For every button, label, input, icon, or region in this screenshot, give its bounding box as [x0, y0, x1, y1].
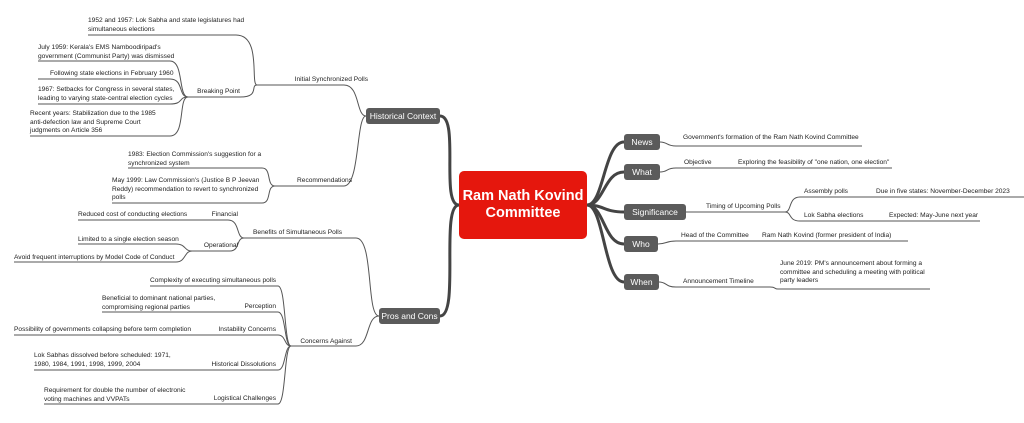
initial-1952-1957: 1952 and 1957: Lok Sabha and state legis… [88, 17, 245, 33]
branch-when [586, 203, 625, 284]
concern-logistical: Logistical Challenges [213, 395, 276, 402]
dissolutions-detail: Lok Sabhas dissolved before scheduled: 1… [34, 352, 171, 368]
topic-what[interactable]: What [624, 164, 660, 180]
when-timeline-label: Announcement Timeline [683, 278, 754, 285]
central-topic[interactable]: Ram Nath Kovind Committee [459, 171, 587, 239]
operational-detail-2: Avoid frequent interruptions by Model Co… [14, 254, 175, 261]
concerns-against: Concerns Against [300, 338, 352, 345]
breaking-1967: 1967: Setbacks for Congress in several s… [38, 86, 175, 102]
significance-assembly-detail: Due in five states: November-December 20… [876, 188, 1010, 195]
topic-pros-and-cons[interactable]: Pros and Cons [379, 308, 440, 324]
branch-pros [439, 203, 460, 318]
topic-news[interactable]: News [624, 134, 660, 150]
concern-historical-dissolutions: Historical Dissolutions [211, 361, 277, 368]
topic-when[interactable]: When [624, 274, 659, 290]
breaking-1960: Following state elections in February 19… [50, 70, 174, 77]
news-detail: Government's formation of the Ram Nath K… [683, 134, 859, 141]
significance-lok-detail: Expected: May-June next year [889, 212, 979, 219]
who-head-detail: Ram Nath Kovind (former president of Ind… [762, 232, 892, 239]
what-objective-label: Objective [684, 159, 712, 166]
branch-historical [439, 114, 460, 207]
significance-assembly-label: Assembly polls [804, 188, 848, 195]
breaking-1959: July 1959: Kerala's EMS Namboodiripad's … [38, 44, 175, 60]
branch-what [586, 170, 625, 207]
instability-detail: Possibility of governments collapsing be… [14, 326, 192, 333]
topic-historical-context[interactable]: Historical Context [366, 108, 440, 124]
breaking-recent: Recent years: Stabilization due to the 1… [30, 110, 156, 135]
perception-detail: Beneficial to dominant national parties,… [102, 295, 216, 311]
recommendation-1999: May 1999: Law Commission's (Justice B P … [112, 177, 260, 202]
logistical-detail: Requirement for double the number of ele… [44, 387, 186, 403]
breaking-point: Breaking Point [197, 88, 240, 95]
who-head-label: Head of the Committee [681, 232, 749, 239]
topic-significance[interactable]: Significance [624, 204, 686, 220]
significance-lok-label: Lok Sabha elections [804, 212, 864, 219]
initial-synchronized-polls: Initial Synchronized Polls [294, 76, 368, 83]
benefit-financial: Financial [211, 211, 238, 218]
recommendation-1983: 1983: Election Commission's suggestion f… [128, 151, 262, 167]
significance-timing-label: Timing of Upcoming Polls [706, 203, 781, 210]
benefits-of-simultaneous-polls: Benefits of Simultaneous Polls [253, 229, 343, 236]
what-objective-detail: Exploring the feasibility of "one nation… [738, 159, 890, 166]
central-topic-line1: Ram Nath Kovind [462, 188, 584, 204]
concern-perception: Perception [244, 303, 276, 310]
financial-detail: Reduced cost of conducting elections [78, 211, 188, 218]
topic-who[interactable]: Who [624, 236, 658, 252]
concern-complexity: Complexity of executing simultaneous pol… [150, 277, 277, 284]
concern-instability: Instability Concerns [218, 326, 276, 333]
when-timeline-detail: June 2019: PM's announcement about formi… [780, 260, 925, 285]
central-topic-line2: Committee [485, 205, 561, 221]
operational-detail-1: Limited to a single election season [78, 236, 179, 243]
benefit-operational: Operational [203, 242, 238, 249]
recommendations: Recommendations [297, 177, 352, 184]
